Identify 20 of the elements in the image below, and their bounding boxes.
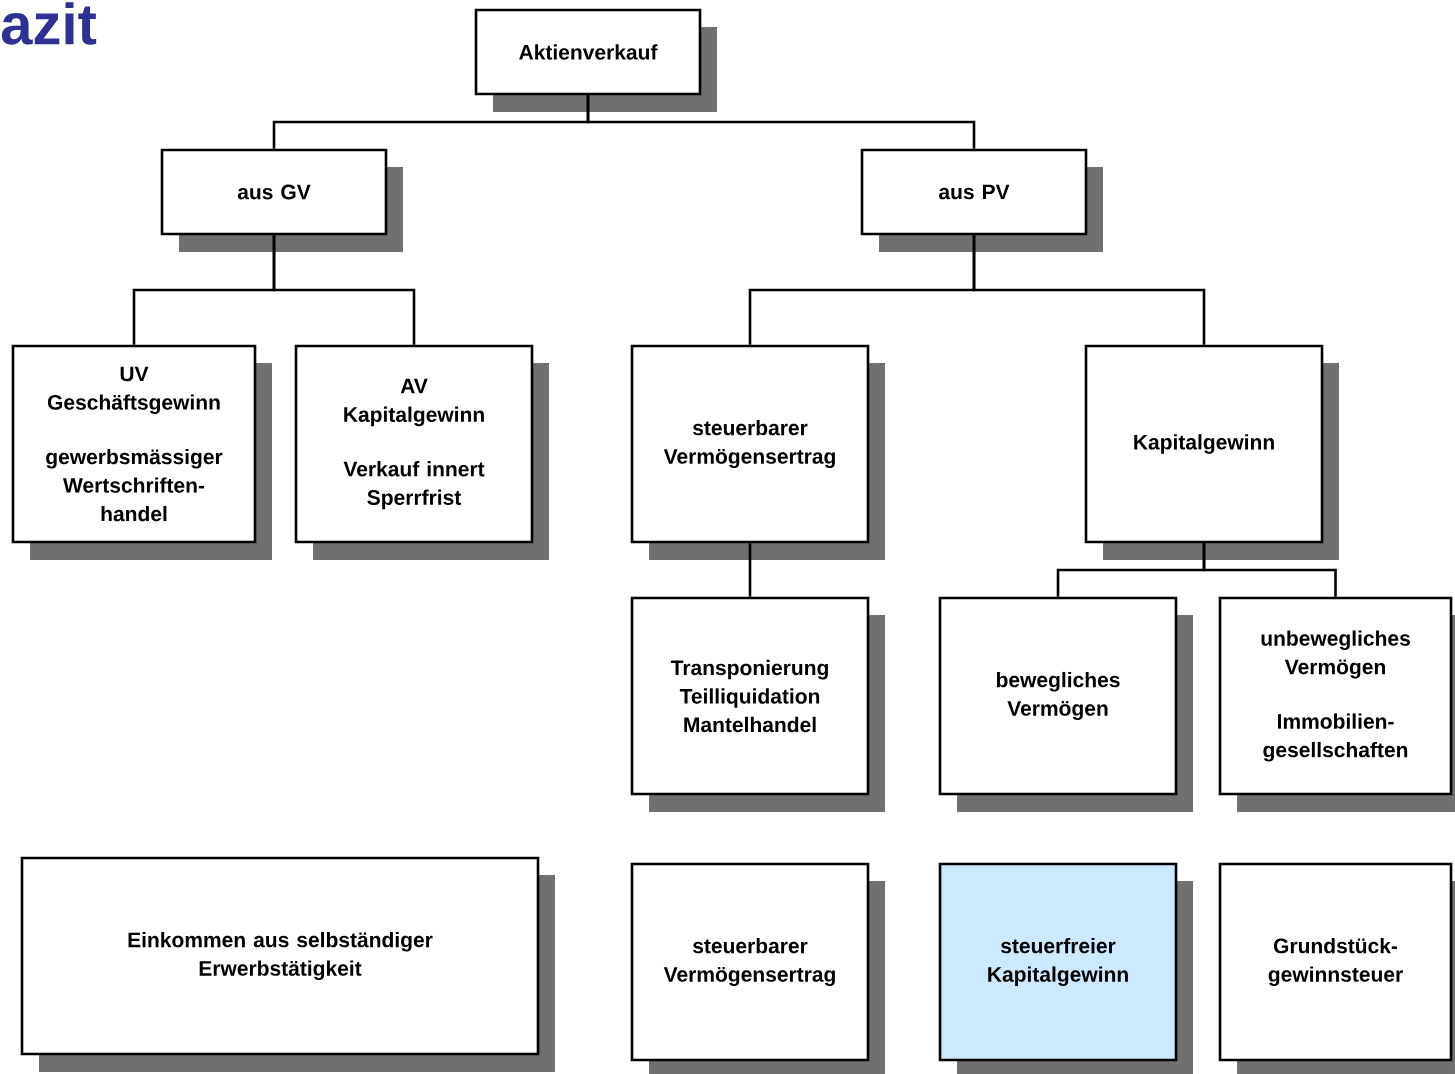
process-box: AV Kapitalgewinn Verkauf innert Sperrfrist [294, 344, 549, 560]
connector [586, 95, 976, 149]
process-box: steuerbarer Vermögensertrag [630, 862, 885, 1074]
title: azit [1, 2, 97, 45]
connector [1202, 543, 1337, 597]
process-box: Aktienverkauf [474, 8, 717, 112]
process-box: steuerbarer Vermögensertrag [630, 344, 885, 560]
connector [272, 235, 416, 345]
process-box: bewegliches Vermögen [938, 596, 1193, 812]
process-box: aus GV [160, 148, 403, 252]
process-box: Einkommen aus selbständiger Erwerbstätigkeit [20, 856, 555, 1072]
connector [748, 543, 752, 597]
process-box: Transponierung Teilliquidation Mantelhandel [630, 596, 885, 812]
process-box: UV Geschäftsgewinn gewerbsmässiger Wertschriften- handel [11, 344, 272, 560]
process-box: steuerfreier Kapitalgewinn [938, 862, 1193, 1074]
connector [972, 235, 1206, 345]
process-box: aus PV [860, 148, 1103, 252]
process-box: Kapitalgewinn [1084, 344, 1339, 560]
process-box: Grundstück- gewinnsteuer [1218, 862, 1455, 1074]
process-box: unbewegliches Vermögen Immobilien- gesellschaften [1218, 596, 1455, 812]
